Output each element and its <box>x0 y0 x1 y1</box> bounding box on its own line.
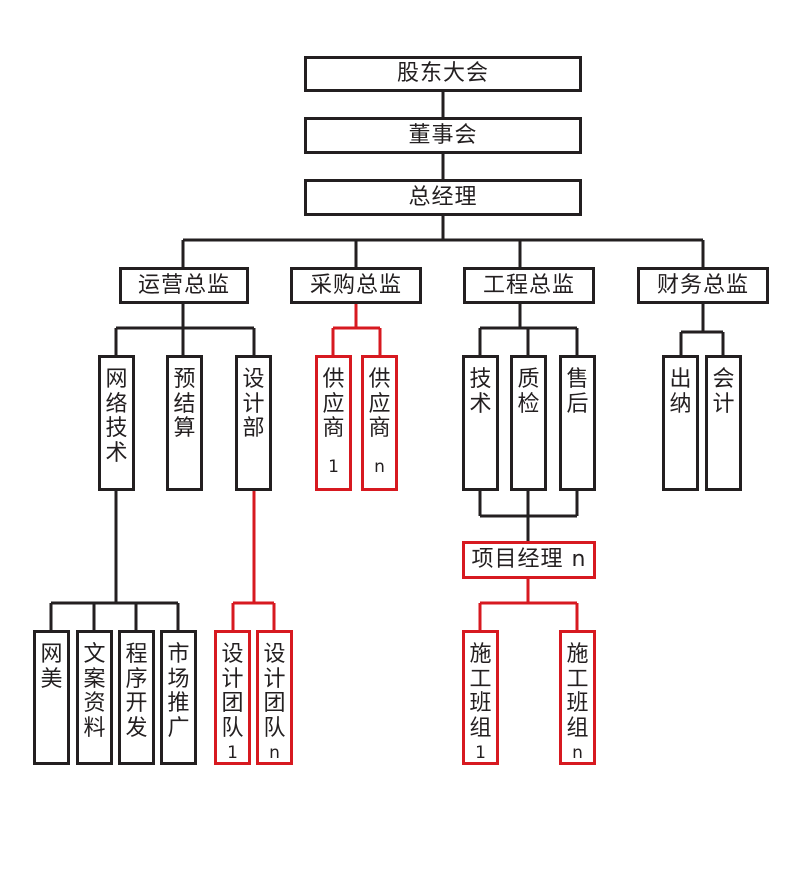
node-purchasing-director: 采购总监 <box>290 267 422 304</box>
node-finance-director: 财务总监 <box>637 267 769 304</box>
node-general-manager: 总经理 <box>304 179 582 216</box>
node-shareholders: 股东大会 <box>304 56 582 92</box>
node-cashier: 出 纳 <box>662 355 699 491</box>
node-technology: 技 术 <box>462 355 499 491</box>
node-network-tech: 网 络 技 术 <box>98 355 135 491</box>
node-engineering-director: 工程总监 <box>463 267 595 304</box>
node-board: 董事会 <box>304 117 582 154</box>
node-after-sales: 售 后 <box>559 355 596 491</box>
node-copy-materials: 文 案 资 料 <box>76 630 113 765</box>
node-project-manager: 项目经理 n <box>462 541 596 579</box>
node-accounting: 会 计 <box>705 355 742 491</box>
node-marketing: 市 场 推 广 <box>160 630 197 765</box>
node-program-development: 程 序 开 发 <box>118 630 155 765</box>
node-budget-settlement: 预 结 算 <box>166 355 203 491</box>
node-web-art: 网 美 <box>33 630 70 765</box>
node-operations-director: 运营总监 <box>119 267 249 304</box>
node-quality-inspection: 质 检 <box>510 355 547 491</box>
node-design-department: 设 计 部 <box>235 355 272 491</box>
